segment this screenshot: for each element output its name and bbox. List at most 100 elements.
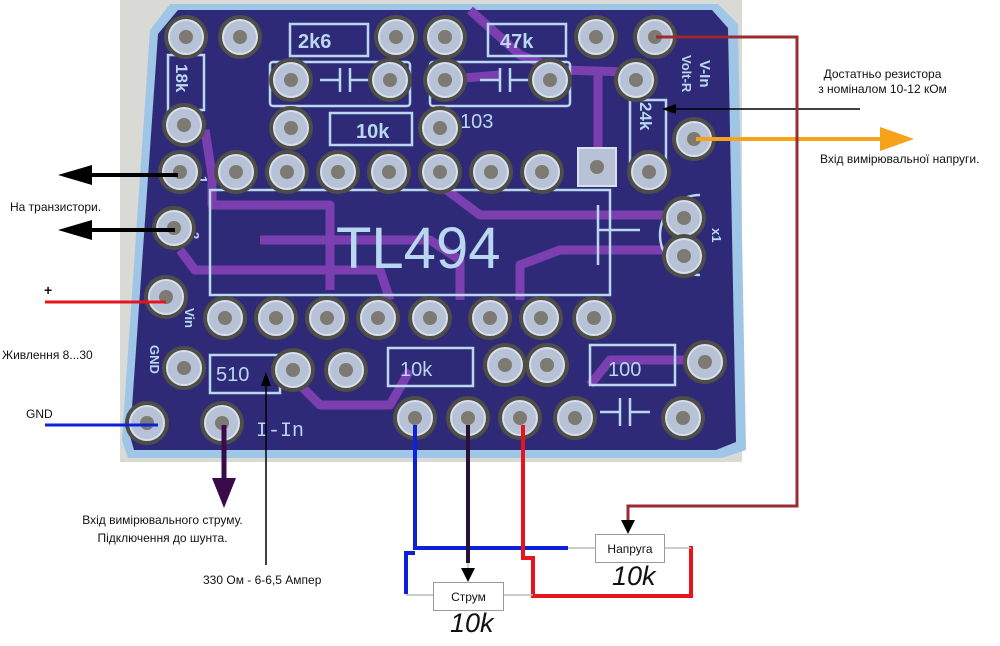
trace bbox=[291, 367, 414, 410]
cap-symbol bbox=[480, 68, 530, 92]
silk-103: 103 bbox=[460, 111, 493, 133]
label-shunt-note: 330 Ом - 6-6,5 Ампер bbox=[203, 573, 322, 587]
label-power: Живлення 8...30 bbox=[2, 348, 93, 362]
pad-hole bbox=[433, 121, 447, 135]
silkscreen-text: 2k6 47k 10k 103 18k 24k V-In Volt-R TL49… bbox=[147, 31, 724, 443]
silk-led: x1 bbox=[709, 228, 724, 242]
pad-hole bbox=[179, 30, 193, 44]
pad-hole bbox=[331, 165, 345, 179]
silk-47k: 47k bbox=[500, 31, 534, 53]
label-transistors: На транзистори. bbox=[10, 200, 102, 214]
arrow-left-icon bbox=[58, 220, 92, 240]
resistor-outline-47k bbox=[486, 22, 568, 58]
pad-hole bbox=[590, 160, 604, 174]
pad-hole bbox=[371, 311, 385, 325]
silk-i-in: I-In bbox=[256, 420, 304, 443]
pad-hole bbox=[177, 118, 191, 132]
wire-blue-pot-2 bbox=[404, 551, 415, 594]
label-current-input-2: Підключення до шунта. bbox=[97, 531, 228, 545]
cap-symbol bbox=[320, 68, 370, 92]
pad-hole bbox=[498, 358, 512, 372]
copper-traces bbox=[176, 6, 690, 410]
label-current-input-1: Вхід вимірювального струму. bbox=[82, 513, 243, 527]
pad-hole bbox=[438, 30, 452, 44]
pad-hole bbox=[648, 30, 662, 44]
pad-hole bbox=[483, 311, 497, 325]
annotation-wires bbox=[45, 35, 914, 598]
pad-hole bbox=[286, 363, 300, 377]
led-mark bbox=[596, 205, 640, 265]
pad-hole bbox=[677, 211, 691, 225]
label-resistor-note-1: Достатньо резистора bbox=[823, 67, 942, 81]
silk-v-in: V-In bbox=[696, 60, 713, 88]
pad-hole bbox=[534, 311, 548, 325]
ic-outline bbox=[208, 188, 612, 297]
trace bbox=[515, 245, 690, 300]
pad-hole bbox=[284, 121, 298, 135]
pad-hole bbox=[687, 132, 701, 146]
silk-pin1: 1 bbox=[195, 176, 210, 183]
silk-24k: 24k bbox=[636, 102, 655, 131]
pad-hole bbox=[540, 358, 554, 372]
pad-hole bbox=[339, 363, 353, 377]
wire-voltage-pot bbox=[626, 35, 799, 520]
pad-hole bbox=[677, 249, 691, 263]
pad-hole bbox=[629, 73, 643, 87]
pad-hole bbox=[284, 73, 298, 87]
trace bbox=[437, 181, 690, 220]
label-plus: + bbox=[44, 282, 53, 298]
pad-hole bbox=[233, 30, 247, 44]
silk-2k6: 2k6 bbox=[298, 31, 331, 53]
pad-hole bbox=[698, 355, 712, 369]
resistor-outline-10k-bottom bbox=[386, 346, 475, 388]
pad-hole bbox=[543, 73, 557, 87]
pad-hole bbox=[642, 165, 656, 179]
chip-label: TL494 bbox=[336, 216, 500, 281]
pad-hole bbox=[676, 411, 690, 425]
pad-hole bbox=[177, 361, 191, 375]
silk-510: 510 bbox=[216, 364, 249, 386]
pad-hole bbox=[140, 416, 154, 430]
pot-voltage-value: 10k bbox=[612, 561, 656, 591]
cap-symbol bbox=[600, 398, 650, 426]
arrow-left-icon bbox=[58, 165, 92, 185]
arrow-right-icon bbox=[880, 127, 914, 151]
arrow-down-icon bbox=[461, 568, 475, 582]
pad-hole bbox=[382, 165, 396, 179]
trace bbox=[200, 129, 335, 290]
resistor-outline-10k-top bbox=[328, 111, 414, 147]
pad-hole bbox=[389, 30, 403, 44]
silk-volt-r: Volt-R bbox=[679, 55, 694, 93]
trace bbox=[176, 247, 395, 302]
pad-hole bbox=[280, 165, 294, 179]
pot-current: Струм bbox=[433, 582, 504, 611]
wire-red-pot bbox=[521, 425, 693, 598]
arrow-down-icon bbox=[212, 478, 236, 508]
arrow-down-icon bbox=[621, 520, 635, 534]
silk-100: 100 bbox=[608, 359, 641, 381]
pad-hole bbox=[269, 311, 283, 325]
pad-hole bbox=[589, 30, 603, 44]
wire-blue-pot bbox=[413, 425, 568, 550]
pad-hole bbox=[218, 311, 232, 325]
pot-current-value: 10k bbox=[450, 608, 494, 638]
silk-vin: Vin bbox=[182, 308, 197, 328]
pad-hole bbox=[438, 73, 452, 87]
trace bbox=[260, 235, 465, 300]
pad-hole bbox=[461, 411, 475, 425]
pad-hole bbox=[408, 411, 422, 425]
pad-hole bbox=[229, 165, 243, 179]
arrow-up-icon bbox=[261, 372, 271, 386]
pad-hole bbox=[587, 311, 601, 325]
pad-hole bbox=[320, 311, 334, 325]
arrow-left-icon bbox=[662, 104, 676, 114]
silk-10k-bottom: 10k bbox=[400, 359, 433, 381]
resistor-outline-100 bbox=[588, 343, 677, 387]
silk-gnd: GND bbox=[147, 345, 162, 374]
label-voltage-input: Вхід вимірювальної напруги. bbox=[820, 152, 980, 166]
pad-hole bbox=[535, 165, 549, 179]
resistor-outline-2k6 bbox=[288, 22, 370, 58]
pad-hole bbox=[383, 73, 397, 87]
